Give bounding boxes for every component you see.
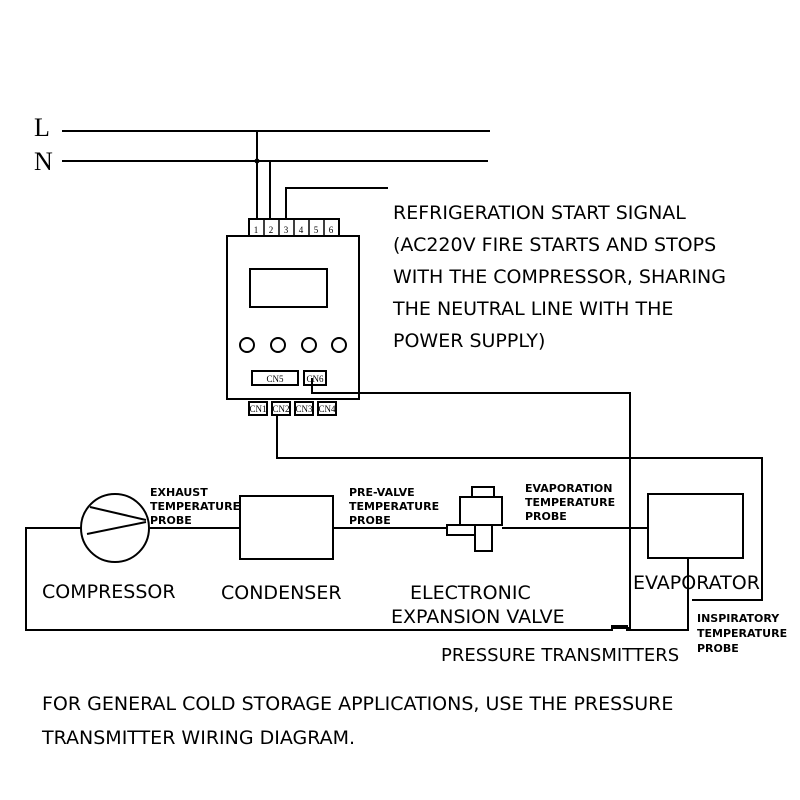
connector-cn5-label: CN5 [266,374,284,384]
line-n-label: N [34,147,53,176]
controller-button-4 [331,337,347,353]
controller-button-3 [301,337,317,353]
evaporator [647,493,744,559]
signal-note-line-5: POWER SUPPLY) [393,330,545,352]
footer-line-2: TRANSMITTER WIRING DIAGRAM. [41,727,355,749]
valve-label-line-2: EXPANSION VALVE [391,606,565,628]
evaporation-probe-label: EVAPORATION TEMPERATURE PROBE [525,482,619,523]
condenser-label: CONDENSER [221,582,342,604]
terminal-1: 1 [254,225,259,235]
terminal-3: 3 [284,225,289,235]
cn6-wire [311,378,631,629]
connector-cn5 [251,370,299,386]
connector-cn4-label: CN4 [318,404,336,414]
connector-cn2-label: CN2 [272,404,289,414]
connector-cn6 [303,370,327,386]
connector-cn2 [271,401,291,416]
signal-note-line-3: WITH THE COMPRESSOR, SHARING [393,266,726,288]
connector-cn4 [317,401,337,416]
signal-wire [285,187,388,222]
signal-note-line-2: (AC220V FIRE STARTS AND STOPS [393,234,716,256]
pre-valve-probe-label: PRE-VALVE TEMPERATURE PROBE [349,486,443,527]
terminal-5: 5 [314,225,319,235]
connector-cn1-label: CN1 [249,404,266,414]
connector-cn6-label: CN6 [306,374,324,384]
controller-display [249,268,328,308]
terminal-2: 2 [269,225,274,235]
valve-label-line-1: ELECTRONIC [410,582,531,604]
evaporator-label: EVAPORATOR [633,572,760,594]
connector-cn3 [294,401,314,416]
pressure-transmitters-label: PRESSURE TRANSMITTERS [441,645,679,666]
terminal-strip: 1 2 3 4 5 6 [248,218,340,237]
junction-dot [254,158,260,164]
footer-line-1: FOR GENERAL COLD STORAGE APPLICATIONS, U… [42,693,673,715]
exhaust-probe-label: EXHAUST TEMPERATURE PROBE [150,486,244,527]
inspiratory-probe-label: INSPIRATORY TEMPERATURE PROBE [697,612,791,655]
line-l-label: L [34,113,50,142]
expansion-valve [446,486,503,552]
cn2-wire [276,415,763,601]
signal-note: REFRIGERATION START SIGNAL (AC220V FIRE … [392,202,732,352]
terminal-6: 6 [329,225,334,235]
compressor-label: COMPRESSOR [42,581,176,603]
condenser [239,495,334,560]
connector-cn3-label: CN3 [295,404,313,414]
terminal-4: 4 [299,225,304,235]
controller-button-1 [239,337,255,353]
controller-button-2 [270,337,286,353]
return-pipe [25,527,689,631]
compressor [80,493,150,563]
signal-note-line-4: THE NEUTRAL LINE WITH THE [392,298,673,320]
signal-note-line-1: REFRIGERATION START SIGNAL [393,202,686,224]
connector-cn1 [248,401,268,416]
